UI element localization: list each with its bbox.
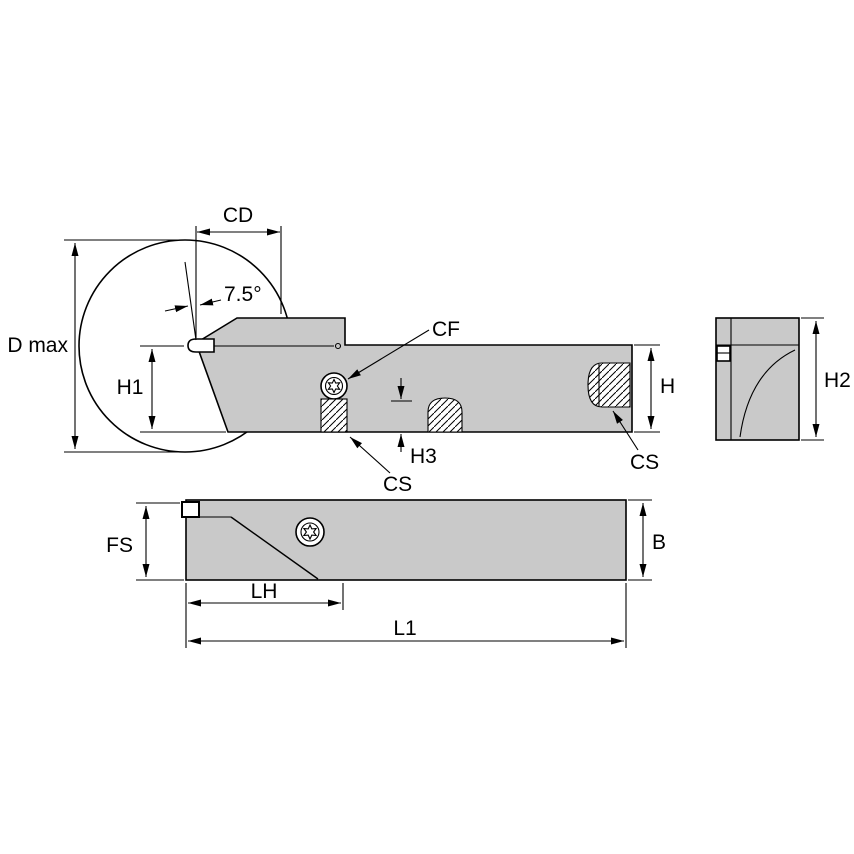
h3-dimension: H3 <box>391 378 437 468</box>
h1-label: H1 <box>117 376 144 399</box>
b-label: B <box>652 531 666 554</box>
head-chamfer-edge <box>230 516 319 580</box>
h1-dimension: H1 <box>117 345 226 433</box>
b-dimension: B <box>628 499 666 581</box>
h3-label: H3 <box>410 445 437 468</box>
cd-label: CD <box>223 204 253 227</box>
cutting-insert-top <box>181 501 200 518</box>
cs-end-label: CS <box>630 451 659 474</box>
front-angle-annotation: 7.5° <box>164 261 262 341</box>
clamp-screw-section <box>320 398 348 433</box>
l1-label: L1 <box>393 617 416 640</box>
side-view: D max CD 7.5° H1 <box>7 204 675 496</box>
torx-star-icon <box>327 378 341 394</box>
lh-label: LH <box>251 580 278 603</box>
end-view: H2 <box>715 317 851 441</box>
top-clamp-screw-icon <box>295 517 325 547</box>
h2-label: H2 <box>824 369 851 392</box>
shank-curve <box>739 349 796 438</box>
lh-dimension: LH <box>185 580 344 648</box>
mounting-screw-section <box>427 397 463 433</box>
cf-callout: CF <box>347 318 460 380</box>
cf-label: CF <box>432 318 460 341</box>
l1-dimension: L1 <box>188 583 627 648</box>
h-dimension: H <box>634 344 675 433</box>
fs-dimension: FS <box>106 502 184 581</box>
clamp-screw-icon <box>320 372 348 400</box>
tool-body-side <box>195 317 633 433</box>
top-view: FS B LH L1 <box>106 499 666 648</box>
torx-star-icon <box>302 523 318 541</box>
cs-clamp-callout: CS <box>349 436 412 496</box>
cs-end-callout: CS <box>612 410 659 474</box>
fs-label: FS <box>106 534 133 557</box>
cd-dimension: CD <box>195 204 282 338</box>
cs-clamp-label: CS <box>383 473 412 496</box>
angle-label: 7.5° <box>224 283 262 306</box>
h2-dimension: H2 <box>801 317 851 441</box>
h-label: H <box>660 375 675 398</box>
holder-end-outline <box>715 317 800 441</box>
cutting-insert-side <box>187 338 215 353</box>
seat-pin-hole <box>334 342 342 350</box>
dmax-dimension: D max <box>7 239 186 453</box>
dmax-label: D max <box>7 334 68 357</box>
end-screw-section <box>587 362 631 408</box>
tool-body-top <box>185 499 627 581</box>
